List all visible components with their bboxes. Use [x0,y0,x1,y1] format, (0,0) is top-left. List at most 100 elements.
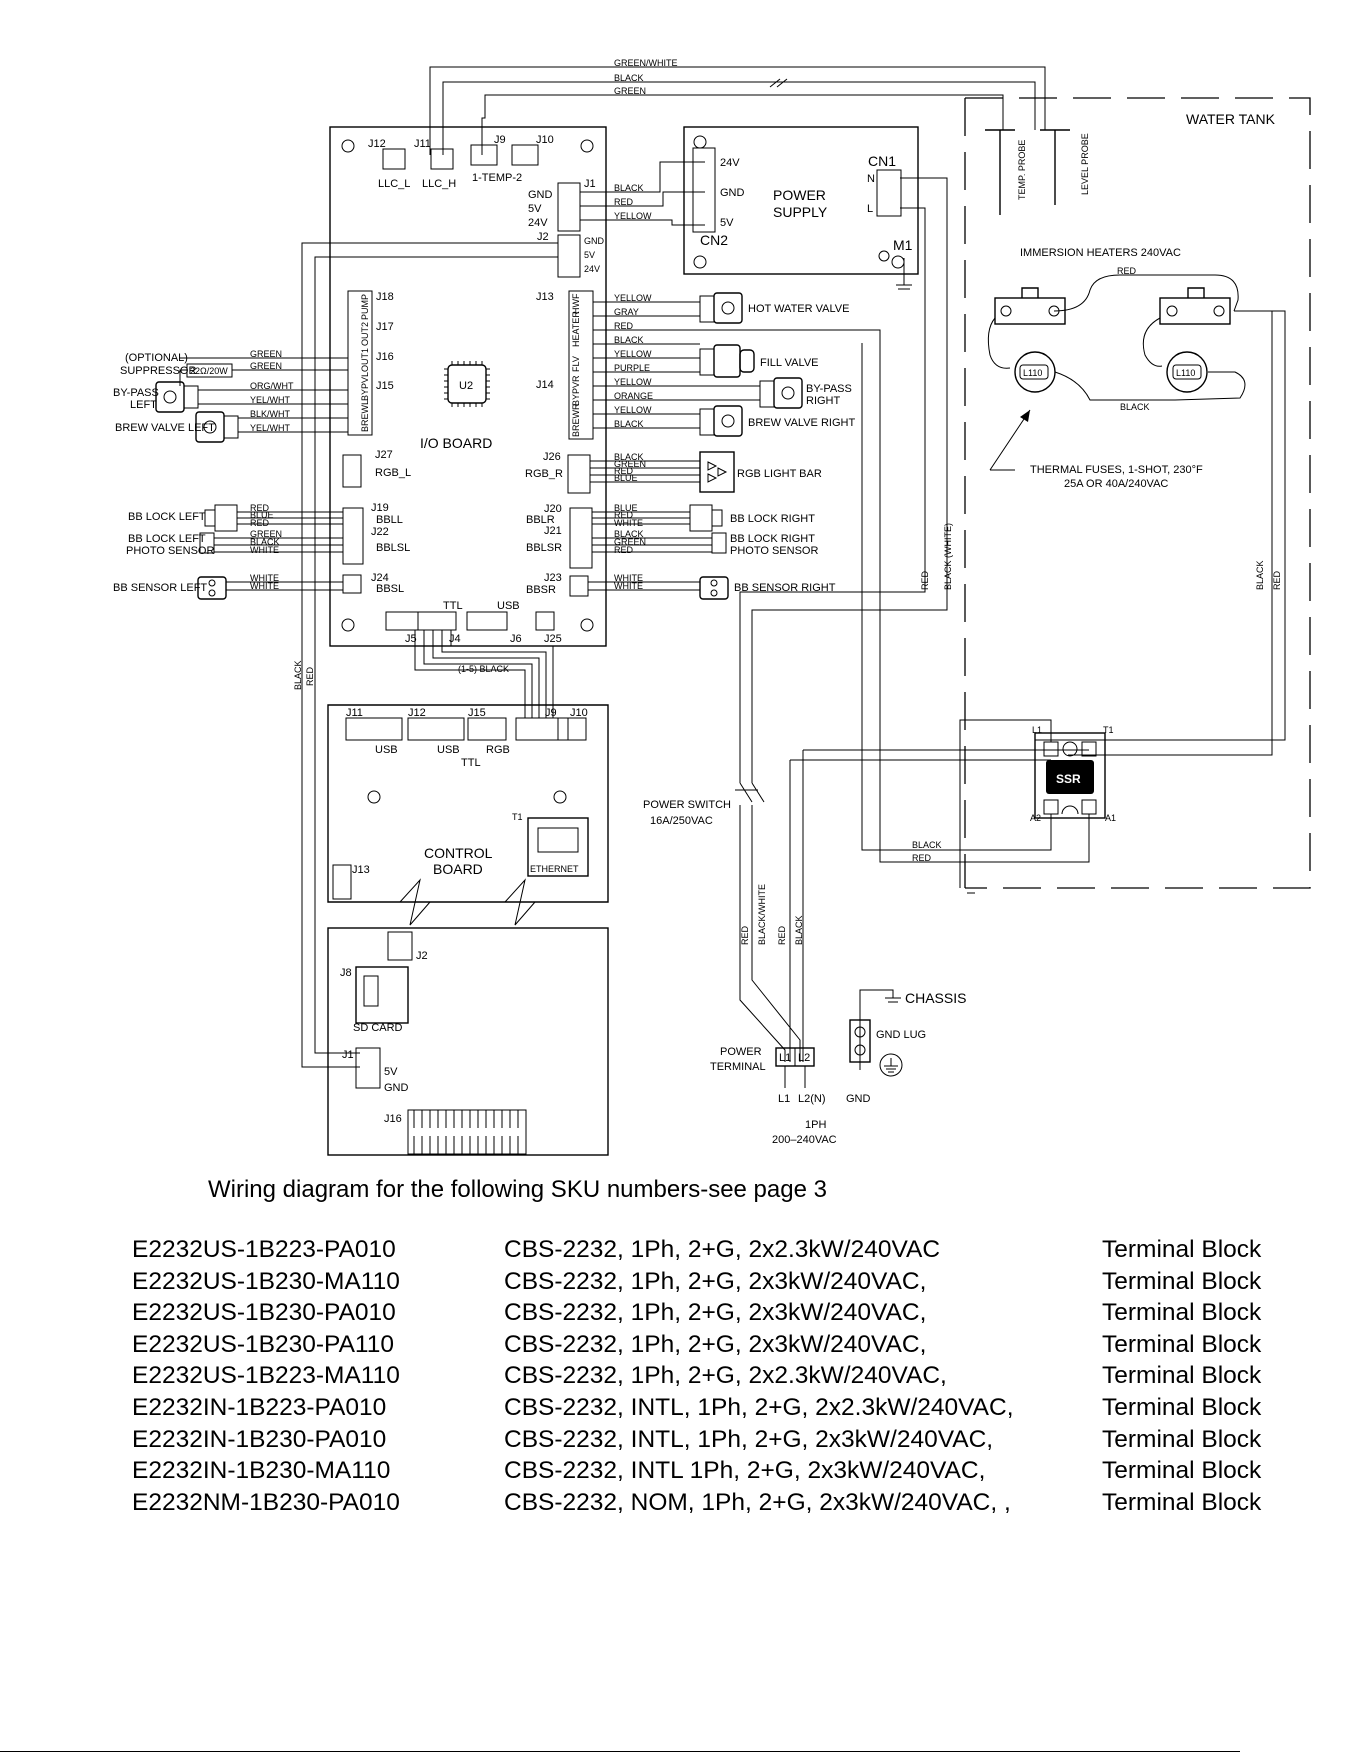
right-wire-gray: GRAY [614,307,639,317]
io-j2-pin-5v: 5V [584,250,595,260]
pt-wire-red-2: RED [777,925,787,945]
io-side-out2: OUT2 [360,322,370,346]
heaters-red: RED [1117,266,1137,276]
cb-usb-2: USB [437,744,460,756]
io-j4: J4 [449,633,461,645]
ps-m1: M1 [893,237,913,253]
io-j19: J19 [371,502,389,514]
sku-type: Terminal Block [1102,1362,1262,1390]
left-wire-white: WHITE [250,545,279,555]
right-rgb-light-bar: RGB LIGHT BAR [737,468,822,480]
level-probe-label: LEVEL PROBE [1080,133,1090,195]
pt-wire-black-white: BLACK/WHITE [757,884,767,945]
left-resistor: 22Ω/20W [190,366,228,376]
side-black: BLACK [293,660,303,690]
left-optional: (OPTIONAL) [125,352,188,364]
cb-j10: J10 [570,707,588,719]
right-bb-sensor: BB SENSOR RIGHT [734,582,836,594]
right-bypass-1: BY-PASS [806,383,852,395]
pt-title-1: POWER [720,1046,762,1058]
right-lock-red-2: RED [614,545,634,555]
left-wire-org-wht: ORG/WHT [250,381,294,391]
side-red: RED [305,666,315,686]
io-j25: J25 [544,633,562,645]
sku-description: CBS-2232, NOM, 1Ph, 2+G, 2x3kW/240VAC, , [504,1488,1011,1516]
sku-description: CBS-2232, INTL 1Ph, 2+G, 2x3kW/240VAC, [504,1457,986,1485]
sku-description: CBS-2232, 1Ph, 2+G, 2x2.3kW/240VAC [504,1236,941,1263]
cb-sd-card: SD CARD [353,1022,403,1034]
io-llc-l: LLC_L [378,178,410,190]
io-j10: J10 [536,134,554,146]
right-red: RED [1272,570,1282,590]
pt-phase: 1PH [805,1119,826,1131]
left-wire-red-1: RED [250,503,270,513]
top-wires: GREEN/WHITE BLACK GREEN [429,58,1046,155]
power-switch-1: POWER SWITCH [643,799,731,811]
sku-row: E2232IN-1B230-MA110 CBS-2232, INTL 1Ph, 2… [132,1457,1282,1489]
right-wire-orange: ORANGE [614,391,653,401]
io-j23: J23 [544,572,562,584]
io-bblr: BBLR [526,514,555,526]
ssr-a1: A1 [1105,813,1116,823]
temp-probe-label: TEMP. PROBE [1017,140,1027,200]
right-rgb-green: GREEN [614,459,646,469]
chassis-label: CHASSIS [905,990,966,1006]
ribbon-label: (1-5) BLACK [458,664,509,674]
io-j1-pin-24v: 24V [528,217,548,229]
sku-description: CBS-2232, 1Ph, 2+G, 2x3kW/240VAC, [504,1267,927,1295]
ssr-wire-black: BLACK [912,840,942,850]
io-j13: J13 [536,291,554,303]
right-black: BLACK [1255,560,1265,590]
ps-l: L [867,203,873,215]
left-wire-green-1: GREEN [250,349,282,359]
io-usb: USB [497,600,520,612]
ssr-relay: SSR L1 T1 A2 A1 BLACK RED [861,330,1116,894]
left-wire-green: GREEN [250,529,282,539]
right-brew-valve: BREW VALVE RIGHT [748,417,855,429]
ps-cn2: CN2 [700,232,728,248]
ps-wire-red: RED [614,197,634,207]
io-llc-h: LLC_H [422,178,456,190]
cb-ttl: TTL [461,757,481,769]
cb-pin-gnd: GND [384,1082,409,1094]
ssr-wire-red: RED [912,853,932,863]
sku-description: CBS-2232, INTL, 1Ph, 2+G, 2x2.3kW/240VAC… [504,1393,1014,1421]
ps-title-2: SUPPLY [773,204,828,220]
cb-j8: J8 [340,967,352,979]
heaters-fuse-1: L110 [1023,368,1042,378]
ps-wire-black: BLACK [614,183,644,193]
sku-number: E2232IN-1B230-MA110 [132,1457,391,1485]
sku-number: E2232US-1B223-PA010 [132,1236,396,1263]
io-side-pump: PUMP [360,294,370,320]
io-j1-pin-gnd: GND [528,189,553,201]
right-hot-water-valve: HOT WATER VALVE [748,303,849,315]
ps-pin-5v: 5V [720,217,734,229]
right-wire-black-2: BLACK [614,419,644,429]
io-j16: J16 [376,351,394,363]
water-tank-label: WATER TANK [1186,111,1276,127]
io-j12: J12 [368,138,386,150]
right-wire-yellow-3: YELLOW [614,377,652,387]
ps-title-1: POWER [773,187,826,203]
io-side-brewl: BREWL [360,400,370,432]
sku-type: Terminal Block [1102,1393,1262,1421]
right-wire-black: BLACK [614,335,644,345]
cb-j1: J1 [342,1049,354,1061]
right-lock-black: BLACK [614,529,644,539]
io-rgb-r: RGB_R [525,468,563,480]
right-sensor-white-2: WHITE [614,581,643,591]
io-j6: J6 [510,633,522,645]
cb-pin-5v: 5V [384,1066,398,1078]
io-j2: J2 [537,231,549,243]
cb-ethernet: ETHERNET [530,864,579,874]
water-tank: WATER TANK TEMP. PROBE LEVEL PROBE [964,97,1311,889]
cb-j2: J2 [416,950,428,962]
io-j17: J17 [376,321,394,333]
